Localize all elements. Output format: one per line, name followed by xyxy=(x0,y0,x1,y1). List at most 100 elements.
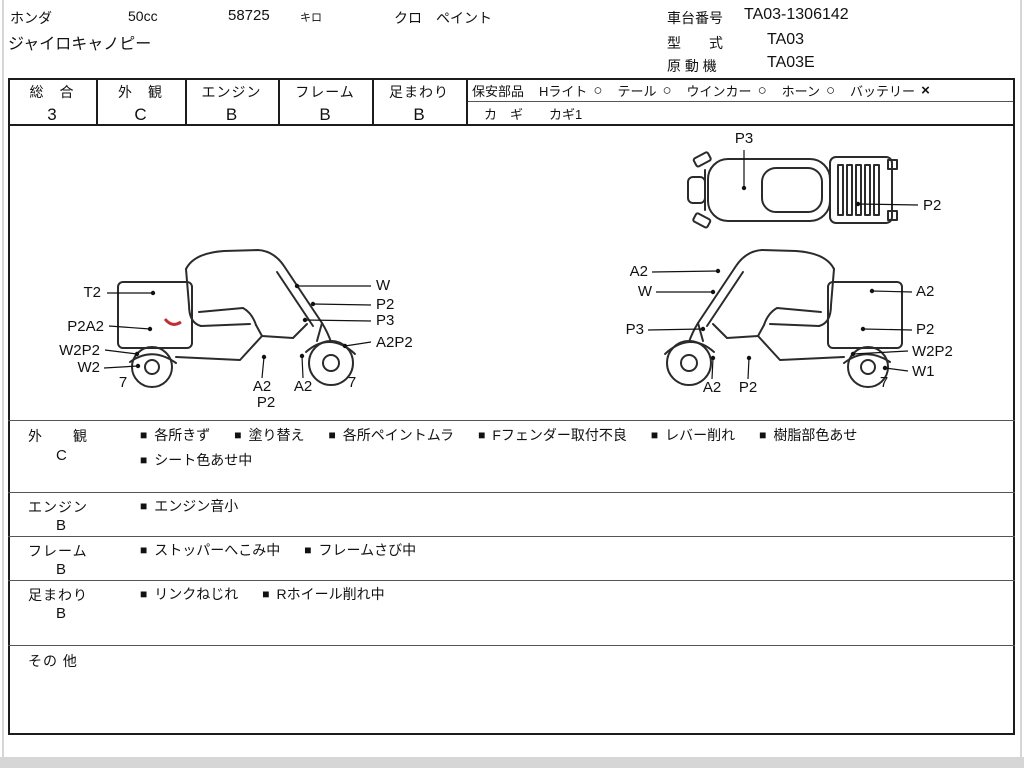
safety-item-name: Hライト xyxy=(539,84,588,99)
diagram-label: P2 xyxy=(257,394,275,411)
grade-overall-value: 3 xyxy=(47,105,57,124)
scan-edge xyxy=(2,0,4,768)
divider-line xyxy=(8,492,1015,493)
diagram-label: P2 xyxy=(376,296,394,313)
note-label-exterior: 外 観 xyxy=(28,428,88,444)
top-view-drawing xyxy=(687,151,898,229)
grade-cell-overall: 総 合 3 xyxy=(8,80,96,124)
divider-line xyxy=(185,78,187,125)
diagram-label: W2 xyxy=(78,359,101,376)
note-items-exterior-line2: シート色あせ中 xyxy=(140,450,252,470)
note-item: シート色あせ中 xyxy=(140,450,252,470)
note-item: フレームさび中 xyxy=(304,540,417,560)
vehicle-diagrams: P3 P2 xyxy=(59,130,953,411)
key-value: カギ1 xyxy=(549,107,583,122)
diagram-label: A2 xyxy=(253,378,271,395)
note-item: 各所きず xyxy=(140,425,210,445)
note-grade-frame: B xyxy=(56,561,67,578)
engine-code-value: TA03E xyxy=(767,54,815,71)
grade-cell-frame: フレーム B xyxy=(278,80,372,124)
safety-item-status: ○ xyxy=(825,82,836,99)
divider-line xyxy=(8,78,10,735)
diagram-label: W xyxy=(638,283,653,300)
diagram-label: P2 xyxy=(739,379,757,396)
safety-parts-label: 保安部品 xyxy=(472,84,525,99)
grade-undercarriage-label: 足まわり xyxy=(389,84,449,100)
note-grade-undercarriage: B xyxy=(56,605,67,622)
grade-cell-exterior: 外 観 C xyxy=(96,80,185,124)
red-check-mark xyxy=(163,318,182,326)
diagram-label: A2 xyxy=(294,378,312,395)
scan-edge xyxy=(0,757,1024,768)
note-label-other: その 他 xyxy=(28,653,78,669)
grade-undercarriage-value: B xyxy=(413,105,425,124)
grade-engine-label: エンジン xyxy=(201,84,262,100)
note-label-engine: エンジン xyxy=(28,499,88,515)
note-label-frame: フレーム xyxy=(28,543,88,559)
divider-line xyxy=(8,580,1015,581)
left-side-view-drawing xyxy=(117,249,356,388)
note-items-engine: エンジン音小 xyxy=(140,496,238,516)
divider-line xyxy=(466,101,1014,102)
note-label-undercarriage: 足まわり xyxy=(28,587,88,603)
model-code-label: 型 式 xyxy=(667,35,723,51)
note-item: レバー削れ xyxy=(651,425,735,445)
safety-item-status: × xyxy=(921,82,930,99)
diagram-label: 7 xyxy=(880,374,888,391)
engine-code-label: 原 動 機 xyxy=(667,58,717,74)
grade-exterior-value: C xyxy=(134,105,147,124)
safety-item-name: ホーン xyxy=(781,84,820,99)
diagram-label: A2 xyxy=(703,379,721,396)
safety-item-name: テール xyxy=(617,84,657,99)
diagram-label: P2A2 xyxy=(67,318,104,335)
displacement: 50cc xyxy=(128,8,158,24)
body-color: クロ ペイント xyxy=(394,10,492,26)
safety-parts-row: 保安部品 Hライト ○ テール ○ ウインカー ○ ホーン ○ バッテリー × xyxy=(472,81,1014,100)
safety-item-winker: ウインカー ○ xyxy=(687,81,767,100)
divider-line xyxy=(8,536,1015,537)
note-item: ストッパーへこみ中 xyxy=(140,540,280,560)
note-item: エンジン音小 xyxy=(140,496,238,516)
divider-line xyxy=(8,78,1015,80)
diagram-label: W xyxy=(376,277,391,294)
divider-line xyxy=(466,78,468,125)
diagram-label: W1 xyxy=(912,363,935,380)
diagram-label: A2 xyxy=(630,263,648,280)
mileage-unit: キロ xyxy=(300,12,322,24)
scan-edge xyxy=(1020,0,1022,768)
diagram-label: P2 xyxy=(923,197,941,214)
maker-name: ホンダ xyxy=(10,10,52,26)
grade-overall-label: 総 合 xyxy=(29,84,75,100)
note-item: Fフェンダー取付不良 xyxy=(478,425,627,445)
safety-item-battery: バッテリー × xyxy=(850,81,930,100)
diagram-label: P3 xyxy=(376,312,394,329)
divider-line xyxy=(372,78,374,125)
divider-line xyxy=(8,645,1015,646)
divider-line xyxy=(8,733,1015,735)
key-row: カ ギ カギ1 xyxy=(484,104,582,123)
note-item: リンクねじれ xyxy=(140,584,238,604)
note-item: 塗り替え xyxy=(234,425,305,445)
safety-item-tail: テール ○ xyxy=(617,81,671,100)
right-side-view-drawing xyxy=(664,249,903,388)
diagram-label: A2P2 xyxy=(376,334,413,351)
diagram-label: P3 xyxy=(735,130,753,147)
note-grade-engine: B xyxy=(56,517,67,534)
safety-item-horn: ホーン ○ xyxy=(782,81,835,100)
diagram-label: P2 xyxy=(916,321,934,338)
divider-line xyxy=(8,420,1015,421)
diagram-label: A2 xyxy=(916,283,934,300)
top-view-leader-lines xyxy=(741,150,919,207)
safety-item-status: ○ xyxy=(757,82,767,99)
grade-cell-engine: エンジン B xyxy=(185,80,278,124)
note-items-undercarriage: リンクねじれ Rホイール削れ中 xyxy=(140,584,384,604)
note-grade-exterior: C xyxy=(56,447,67,464)
grade-engine-value: B xyxy=(225,105,238,124)
diagram-label: W2P2 xyxy=(59,342,100,359)
diagram-label: T2 xyxy=(83,284,101,301)
divider-line xyxy=(1013,78,1015,735)
model-name: ジャイロキャノピー xyxy=(8,36,152,53)
note-item: 樹脂部色あせ xyxy=(759,425,857,445)
grade-frame-value: B xyxy=(319,105,331,124)
